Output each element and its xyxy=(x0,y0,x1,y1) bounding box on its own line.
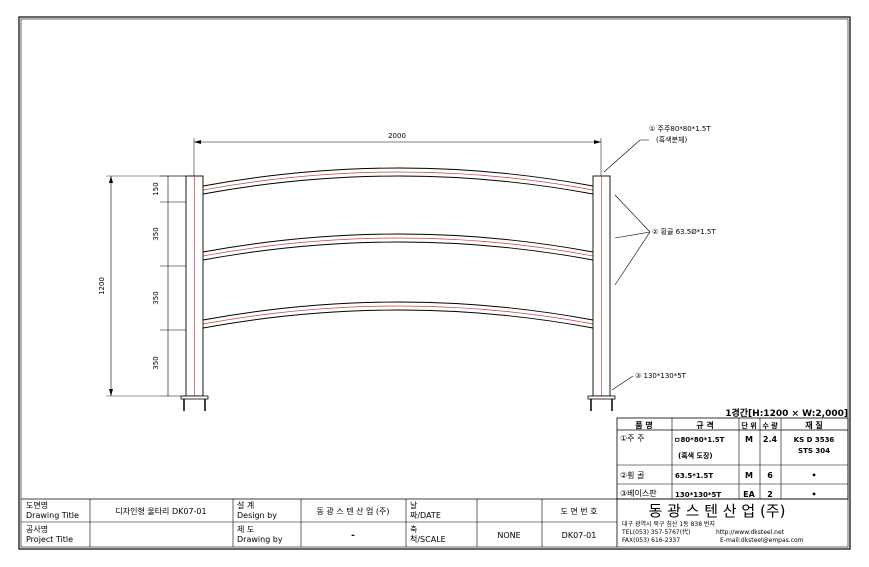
seg-dim-3: 350 xyxy=(152,291,160,304)
row1-mat1: KS D 3536 xyxy=(794,436,835,444)
title-block: 도면명 Drawing Title 디자인형 울타리 DK07-01 설 계 D… xyxy=(21,498,848,547)
header-material: 재 질 xyxy=(805,420,823,430)
design-value: 동 광 스 텐 산 업 (주) xyxy=(316,506,389,516)
header-name: 품 명 xyxy=(635,420,653,430)
seg-dim-1: 150 xyxy=(152,182,160,195)
drawing-no-value: DK07-01 xyxy=(562,531,597,540)
seg-dim-2: 350 xyxy=(152,227,160,240)
post-left xyxy=(180,175,209,411)
design-label-ko: 설 계 xyxy=(237,500,254,510)
drawn-label-ko: 제 도 xyxy=(237,525,254,534)
drawing-title-label-en: Drawing Title xyxy=(26,511,79,520)
date-label-ko: 날 xyxy=(410,500,418,510)
callout-post: ① 주주80*80*1.5T (흑색분체) xyxy=(603,125,711,173)
row1-spec2: (흑색 도장) xyxy=(678,451,713,460)
header-qty: 수 량 xyxy=(762,421,778,430)
row2-mat1: • xyxy=(811,471,816,480)
row1-unit: M xyxy=(745,435,753,444)
company-address: 대구 광역시 북구 침산 1동 838 번지 xyxy=(622,520,715,528)
segment-dimensions: 150 350 350 350 xyxy=(152,175,186,397)
scale-value: NONE xyxy=(497,531,520,540)
drawn-value: - xyxy=(351,531,355,541)
railing-elevation: 2000 150 350 350 350 1200 ① 주주80 xyxy=(98,125,716,411)
rail-middle xyxy=(202,233,594,261)
row3-unit: EA xyxy=(743,490,755,499)
outer-border xyxy=(18,16,851,550)
row1-qty: 2.4 xyxy=(763,435,778,444)
height-dimension-label: 1200 xyxy=(98,277,106,295)
row1-mat2: STS 304 xyxy=(798,447,830,455)
header-unit: 단 위 xyxy=(741,421,756,430)
row3-name: ③베이스판 xyxy=(620,488,657,498)
date-label-en: 짜/DATE xyxy=(410,511,441,520)
design-label-en: Design by xyxy=(237,511,277,520)
parts-table-caption: 1경간[H:1200 × W:2,000] xyxy=(725,407,848,419)
drawing-title-label-ko: 도면명 xyxy=(26,500,48,510)
row1-spec1: ㅁ80*80*1.5T xyxy=(674,436,725,444)
drawn-label-en: Drawing by xyxy=(237,535,283,544)
company-tel: TEL(053) 357-5767(代) xyxy=(621,528,690,536)
callout-post-line1: ① 주주80*80*1.5T xyxy=(649,125,711,133)
company-fax: FAX(053) 616-2337 xyxy=(622,537,680,544)
row3-qty: 2 xyxy=(767,490,773,499)
scale-label-en: 척/SCALE xyxy=(410,535,446,544)
rail-top xyxy=(202,167,594,195)
rail-bottom xyxy=(202,301,594,329)
callout-post-line2: (흑색분체) xyxy=(656,135,687,144)
project-label-en: Project Title xyxy=(26,535,73,544)
company-email: E-mail:dksteel@empas.com xyxy=(720,537,804,544)
company-name: 동 광 스 텐 산 업 (주) xyxy=(649,502,786,520)
project-label-ko: 공사명 xyxy=(26,524,48,534)
company-web: http://www.dksteel.net xyxy=(716,529,785,536)
callout-base: ③ 130*130*5T xyxy=(611,372,687,391)
row3-spec1: 130*130*5T xyxy=(675,491,721,499)
scale-label-ko: 축 xyxy=(410,525,417,534)
width-dimension-label: 2000 xyxy=(388,132,406,140)
row2-qty: 6 xyxy=(767,471,773,480)
callout-rail-label: ② 횡골 63.5Ø*1.5T xyxy=(652,227,716,236)
parts-table: 1경간[H:1200 × W:2,000] 품 명 규 격 단 위 수 량 재 … xyxy=(616,407,849,500)
row1-name: ①주 주 xyxy=(620,434,644,443)
height-dimension: 1200 xyxy=(98,175,186,397)
seg-dim-4: 350 xyxy=(152,356,160,369)
inner-border xyxy=(20,18,849,548)
row2-unit: M xyxy=(745,471,753,480)
post-right xyxy=(587,175,616,411)
width-dimension: 2000 xyxy=(193,132,602,176)
header-spec: 규 격 xyxy=(696,420,714,430)
callout-rail: ② 횡골 63.5Ø*1.5T xyxy=(614,194,716,286)
drawing-no-label: 도 면 번 호 xyxy=(560,506,597,516)
row2-name: ②횡 골 xyxy=(620,470,644,480)
drawing-title-value: 디자인형 울타리 DK07-01 xyxy=(115,506,206,516)
callout-base-label: ③ 130*130*5T xyxy=(635,372,687,380)
row2-spec1: 63.5*1.5T xyxy=(675,472,713,480)
row3-mat1: • xyxy=(811,490,816,499)
